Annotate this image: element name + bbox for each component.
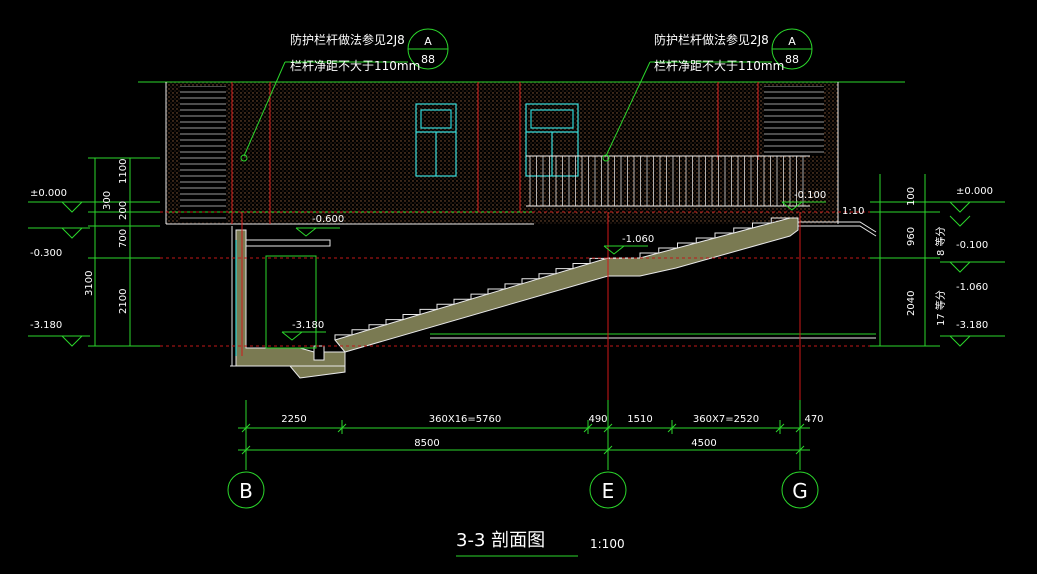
- left-dim-300: 300: [102, 191, 113, 210]
- left-level-2: -3.180: [30, 320, 62, 331]
- right-level-0: ±0.000: [956, 186, 993, 197]
- dim-470: 470: [804, 414, 823, 425]
- drawing-scale: 1:100: [590, 537, 625, 551]
- window-right: [525, 103, 579, 177]
- dim-1510: 1510: [627, 414, 652, 425]
- slope-label: 1:10: [842, 206, 864, 217]
- note-right-line1: 防护栏杆做法参见2J8: [654, 32, 769, 47]
- right-steps-17: 17 等分: [934, 290, 947, 326]
- axis-label-b: B: [239, 479, 253, 503]
- dim-4500: 4500: [691, 438, 716, 449]
- callout-right-bottom: 88: [785, 53, 799, 66]
- inner-level-3: -0.100: [794, 190, 826, 201]
- left-dim-3100: 3100: [84, 271, 95, 296]
- dim-2250: 2250: [281, 414, 306, 425]
- inner-level-1: -3.180: [292, 320, 324, 331]
- horizontal-dimensions: 2250 360X16=5760 490 1510 360X7=2520 470…: [238, 414, 824, 456]
- right-dim-100: 100: [906, 187, 917, 206]
- inner-level-0: -0.600: [312, 214, 344, 225]
- callout-left-top: A: [424, 35, 432, 48]
- callout-right: 防护栏杆做法参见2J8 栏杆净距不大于110mm A 88: [602, 28, 813, 162]
- stair-section: [334, 217, 877, 353]
- right-dimensions: ±0.000 -0.100 -1.060 -3.180 100 960 2040…: [870, 174, 1005, 347]
- railing: [526, 155, 810, 207]
- note-left-line1: 防护栏杆做法参见2J8: [290, 32, 405, 47]
- right-dim-2040: 2040: [906, 291, 917, 316]
- axis-label-g: G: [792, 479, 808, 503]
- axis-label-e: E: [602, 479, 615, 503]
- drawing-title-block: 3-3 剖面图 1:100: [456, 530, 625, 557]
- right-level-3: -3.180: [956, 320, 988, 331]
- dim-8500: 8500: [414, 438, 439, 449]
- right-dim-960: 960: [906, 227, 917, 246]
- callout-right-top: A: [788, 35, 796, 48]
- left-dim-200: 200: [118, 201, 129, 220]
- pit-section: [230, 212, 346, 379]
- left-dim-2100: 2100: [118, 289, 129, 314]
- dim-490: 490: [588, 414, 607, 425]
- dim-5760: 360X16=5760: [429, 414, 502, 425]
- inner-levels: -0.600 -3.180 -1.060 -0.100 1:10: [281, 190, 864, 341]
- right-level-1: -0.100: [956, 240, 988, 251]
- left-dimensions: ±0.000 -0.300 -3.180 1100 300 200 700 31…: [28, 157, 160, 347]
- dim-2520: 360X7=2520: [693, 414, 759, 425]
- left-dim-1100: 1100: [118, 159, 129, 184]
- left-level-0: ±0.000: [30, 188, 67, 199]
- elevation-wall: [138, 81, 905, 225]
- note-right-line2: 栏杆净距不大于110mm: [654, 58, 784, 73]
- drawing-title: 3-3 剖面图: [456, 530, 545, 551]
- left-level-1: -0.300: [30, 248, 62, 259]
- right-steps-8: 8 等分: [934, 226, 947, 256]
- window-left: [415, 103, 457, 177]
- axis-bubbles: B E G: [227, 471, 819, 509]
- callout-left: 防护栏杆做法参见2J8 栏杆净距不大于110mm A 88: [240, 28, 449, 162]
- inner-level-2: -1.060: [622, 234, 654, 245]
- right-level-2: -1.060: [956, 282, 988, 293]
- note-left-line2: 栏杆净距不大于110mm: [290, 58, 420, 73]
- left-dim-700: 700: [118, 229, 129, 248]
- callout-left-bottom: 88: [421, 53, 435, 66]
